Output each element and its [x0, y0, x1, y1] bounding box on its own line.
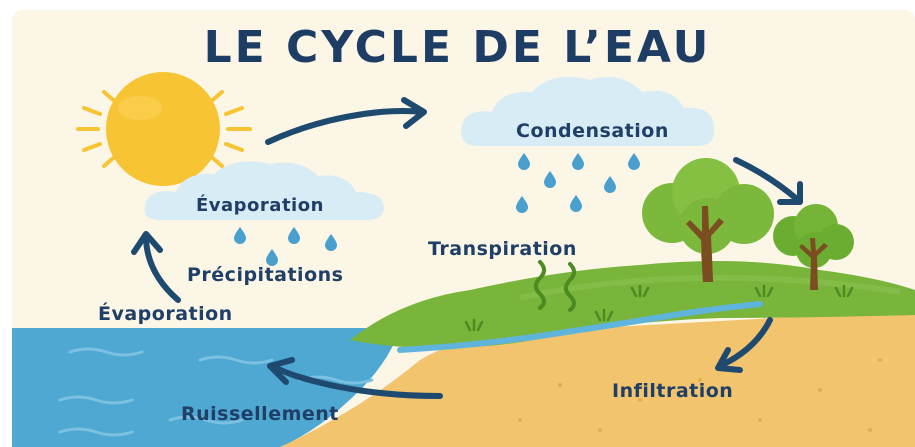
arrow-sun-to-cloud: [265, 108, 425, 145]
arrow-infiltration-head: [715, 347, 743, 373]
arrow-evaporation-up-head: [131, 231, 163, 255]
grass-highlight: [519, 274, 901, 301]
cycle-arrows: [131, 97, 803, 399]
small-tree-icon: [773, 204, 854, 290]
label-precipitations: Précipitations: [187, 264, 344, 286]
arrow-runoff-head: [267, 357, 295, 385]
diagram-title: LE CYCLE DE L’EAU: [203, 22, 712, 73]
label-condensation: Condensation: [516, 120, 669, 142]
label-evaporation-cloud: Évaporation: [196, 195, 324, 216]
arrow-cloud-to-trees: [733, 157, 801, 203]
grass-tufts: [464, 284, 854, 332]
grass-hill: [350, 261, 915, 348]
condensation-cloud-icon: [461, 76, 715, 146]
condensation-raindrops: [516, 153, 640, 213]
sand-texture: [518, 358, 882, 432]
label-transpiration: Transpiration: [428, 238, 577, 260]
label-evaporation-sea: Évaporation: [98, 303, 233, 325]
river-stream: [397, 301, 763, 353]
arrow-runoff: [269, 363, 443, 399]
arrow-cloud-to-trees-head: [777, 181, 803, 205]
label-ruissellement: Ruissellement: [181, 403, 339, 425]
sea: [12, 328, 400, 447]
sun-icon: [76, 72, 252, 186]
precipitation-raindrops: [234, 227, 337, 266]
transpiration-vapor-icon: [534, 260, 576, 312]
large-tree-icon: [642, 158, 774, 282]
evaporation-cloud-icon: [144, 161, 384, 220]
label-infiltration: Infiltration: [612, 380, 734, 402]
arrow-sun-to-cloud-head: [401, 97, 427, 129]
arrow-evaporation-up: [143, 233, 181, 303]
arrow-infiltration: [721, 317, 773, 367]
